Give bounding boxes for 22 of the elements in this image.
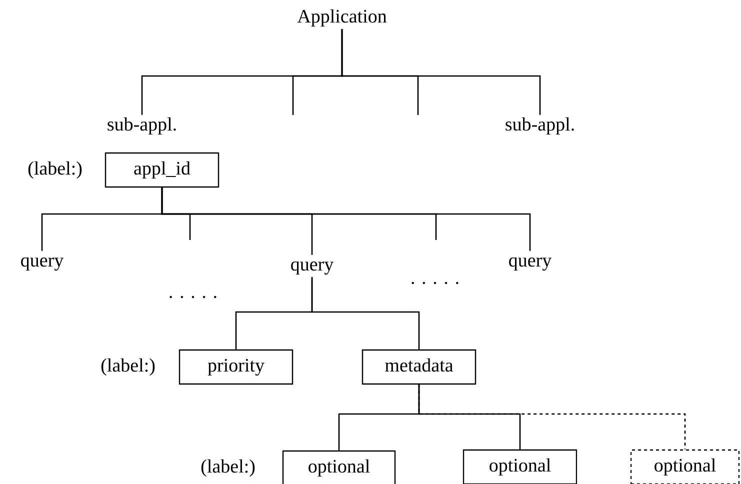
tree-connector xyxy=(311,277,420,350)
label-box: metadata xyxy=(362,349,476,385)
tree-connector xyxy=(418,384,521,450)
tree-connector xyxy=(341,29,541,115)
label-box: priority xyxy=(178,349,294,385)
tree-connector xyxy=(161,188,531,251)
node-text: query xyxy=(21,257,64,271)
node-text: query xyxy=(291,261,334,275)
node-text: query xyxy=(509,257,552,271)
label-box: optional xyxy=(462,449,578,484)
ellipsis-dots: . . . . . xyxy=(170,296,216,298)
beside-label: (label:) xyxy=(28,161,82,179)
node-text: sub-appl. xyxy=(506,117,574,135)
node-text: Application xyxy=(297,9,387,27)
label-box: optional xyxy=(282,450,396,484)
beside-label: (label:) xyxy=(101,358,155,376)
ellipsis-dots: . . . . . xyxy=(412,282,458,284)
node-text: sub-appl. xyxy=(108,117,176,135)
beside-label: (label:) xyxy=(201,459,255,477)
tree-connector xyxy=(418,384,686,450)
dashed-label-box: optional xyxy=(630,449,740,484)
label-box: appl_id xyxy=(104,152,220,188)
